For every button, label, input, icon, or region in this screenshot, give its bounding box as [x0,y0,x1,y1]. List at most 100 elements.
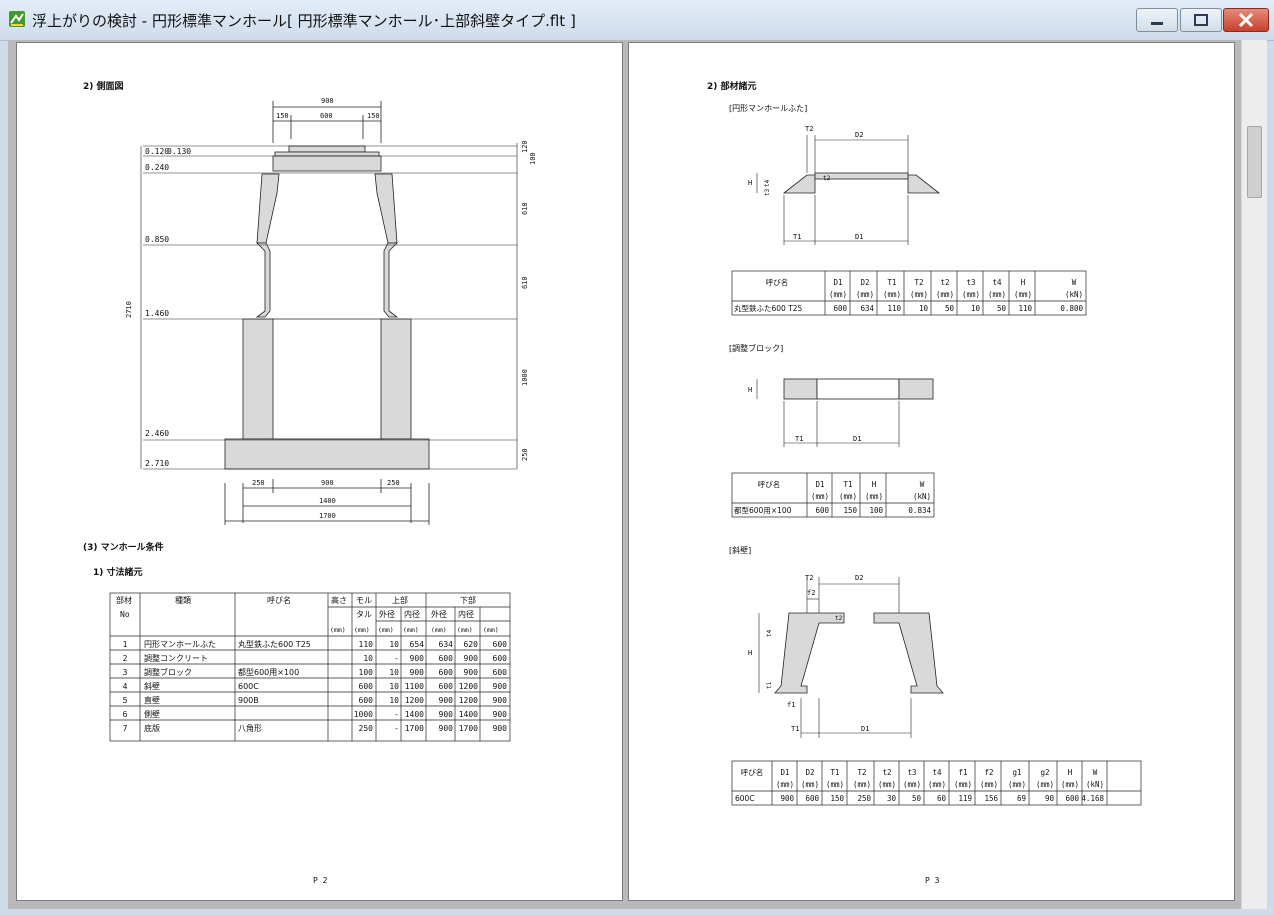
minimize-button[interactable] [1136,8,1178,32]
slope-unit-4: (mm) [878,780,896,789]
cover-unit-1: (mm) [856,290,874,299]
slope-dim-f1: f1 [787,701,795,709]
table-cell-r7-c2: 底版 [144,723,160,733]
cover-cell-6: 10 [971,304,981,313]
page-3-canvas: 2) 部材諸元 [円形マンホールふた] T2 D2 T1 D1 H t4 [707,80,1142,885]
slope-label: [斜壁] [729,545,751,555]
dim-bottom-250a: 250 [252,479,265,487]
block-th-3: H [872,480,877,489]
maximize-icon [1194,14,1208,26]
slope-cell-4: 250 [857,794,871,803]
slope-dim-t1: T1 [791,725,799,733]
table-cell-r4-c9: 900 [493,682,508,691]
block-dim-h: H [748,386,752,394]
maximize-button[interactable] [1180,8,1222,32]
th-mortar2: タル [356,610,372,619]
th-unit-mortar: (mm) [354,626,370,634]
slope-th-10: g1 [1012,768,1021,777]
slope-th-5: t2 [882,768,891,777]
th-unit-height: (mm) [330,626,346,634]
slope-dim-t1s: t1 [766,681,773,689]
slope-unit-2: (mm) [826,780,844,789]
slope-dim-t2: T2 [805,574,813,582]
th-lower: 下部 [460,595,476,605]
cover-cell-8: 110 [1018,304,1032,313]
table-cell-r2-c4: 10 [363,654,373,663]
table-cell-r1-c4: 110 [359,640,374,649]
scroll-thumb[interactable] [1247,126,1262,198]
slope-th-6: t3 [907,768,916,777]
slope-unit-10: (mm) [1036,780,1054,789]
cover-th-6: t3 [966,278,975,287]
table-cell-r5-c1: 5 [123,696,128,705]
minimize-icon [1151,22,1163,25]
dim-right-1000: 1000 [521,369,529,386]
document-viewer[interactable]: 2) 側面図 900 150 600 150 [8,40,1267,909]
cover-cell-7: 50 [997,304,1007,313]
slope-th-0: 呼び名 [741,767,764,777]
cover-dim-d1: D1 [855,233,863,241]
th-no2: No [120,610,130,619]
slope-cell-11: 90 [1045,794,1055,803]
th-type: 種類 [175,595,191,605]
table-cell-r5-c4: 600 [359,696,374,705]
th-unit-li: (mm) [457,626,473,634]
cover-dim-h: H [748,179,752,187]
block-unit-2: (mm) [865,492,883,501]
table-cell-r6-c7: 900 [439,710,454,719]
window-bottom-border [0,909,1274,915]
table-cell-r3-c1: 3 [123,668,128,677]
level-0850: 0.850 [145,235,169,244]
table-cell-r5-c2: 直壁 [144,695,160,705]
table-cell-r3-c4: 100 [359,668,374,677]
close-button[interactable] [1223,8,1269,32]
slope-unit-8: (mm) [980,780,998,789]
slope-th-9: f2 [984,768,993,777]
block-cell-2: 150 [843,506,857,515]
manhole-section [224,145,430,470]
table-cell-r6-c9: 900 [493,710,508,719]
table-cell-r7-c5: - [394,724,399,733]
table-cell-r1-c5: 10 [389,640,399,649]
block-th-0: 呼び名 [758,479,781,489]
block-unit-3: (kN) [913,492,931,501]
block-table [731,472,935,518]
dim-top-150b: 150 [367,112,380,120]
cover-th-8: H [1021,278,1026,287]
table-cell-r5-c5: 10 [389,696,399,705]
block-cell-0: 都型600用×100 [734,506,792,515]
slope-unit-6: (mm) [928,780,946,789]
table-cell-r2-c8: 900 [464,654,479,663]
dim-right-250: 250 [521,448,529,461]
table-cell-r6-c6: 1400 [405,710,424,719]
side-view-heading: 2) 側面図 [83,80,124,92]
table-cell-r1-c8: 620 [464,640,479,649]
cover-table [731,270,1087,316]
table-cell-r6-c8: 1400 [459,710,478,719]
table-cell-r2-c5: - [394,654,399,663]
cover-diagram [782,172,941,194]
slope-cell-1: 900 [780,794,794,803]
slope-unit-12: (kN) [1086,780,1104,789]
table-cell-r1-c1: 1 [123,640,128,649]
cover-cell-3: 110 [887,304,901,313]
dim-top-900: 900 [321,97,334,105]
close-icon [1238,12,1254,28]
page-2: 2) 側面図 900 150 600 150 [16,42,623,901]
slope-dim-h: H [748,649,752,657]
table-cell-r6-c5: - [394,710,399,719]
page-number-3: P 3 [925,876,940,885]
slope-dim-d1: D1 [861,725,869,733]
block-th-2: T1 [843,480,852,489]
cover-th-7: t4 [992,278,1002,287]
block-th-4: W [920,480,925,489]
table-cell-r7-c6: 1700 [405,724,424,733]
table-cell-r1-c6: 654 [410,640,425,649]
dim-top-600: 600 [320,112,333,120]
page-number-2: P 2 [313,876,328,885]
cover-cell-2: 634 [860,304,874,313]
table-cell-r5-c8: 1200 [459,696,478,705]
vertical-scrollbar[interactable] [1241,40,1267,909]
cover-th-3: T1 [887,278,896,287]
block-diagram [783,378,934,400]
